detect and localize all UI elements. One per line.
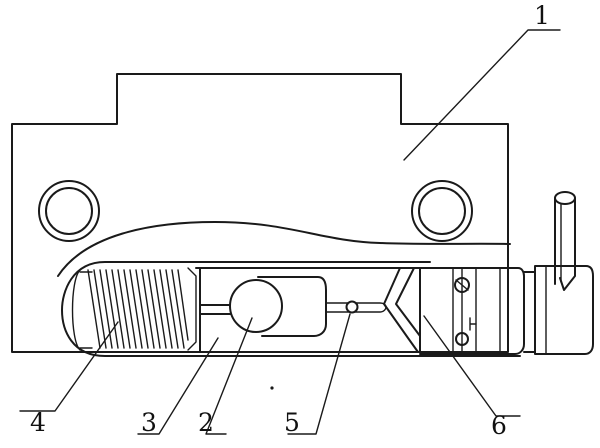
label-5: 5 xyxy=(284,408,300,437)
pin-rod xyxy=(325,300,387,314)
plunger-head xyxy=(419,267,525,355)
leader-lines xyxy=(19,29,561,435)
slide-body xyxy=(195,267,406,353)
right-cap xyxy=(523,265,594,355)
label-3: 3 xyxy=(141,408,157,437)
ball-assembly xyxy=(229,276,327,337)
label-2: 2 xyxy=(198,408,214,437)
housing-outline xyxy=(11,73,509,353)
bore-outline xyxy=(61,261,521,357)
v-notch xyxy=(383,267,421,353)
right-bolt-hole xyxy=(411,180,473,242)
label-6: 6 xyxy=(491,411,507,440)
left-bolt-hole xyxy=(38,180,100,242)
vertical-pin xyxy=(554,191,576,291)
spring xyxy=(71,267,197,351)
label-1: 1 xyxy=(534,1,550,30)
speck xyxy=(270,386,274,390)
cutaway-boundary xyxy=(57,221,511,277)
label-4: 4 xyxy=(30,408,46,437)
